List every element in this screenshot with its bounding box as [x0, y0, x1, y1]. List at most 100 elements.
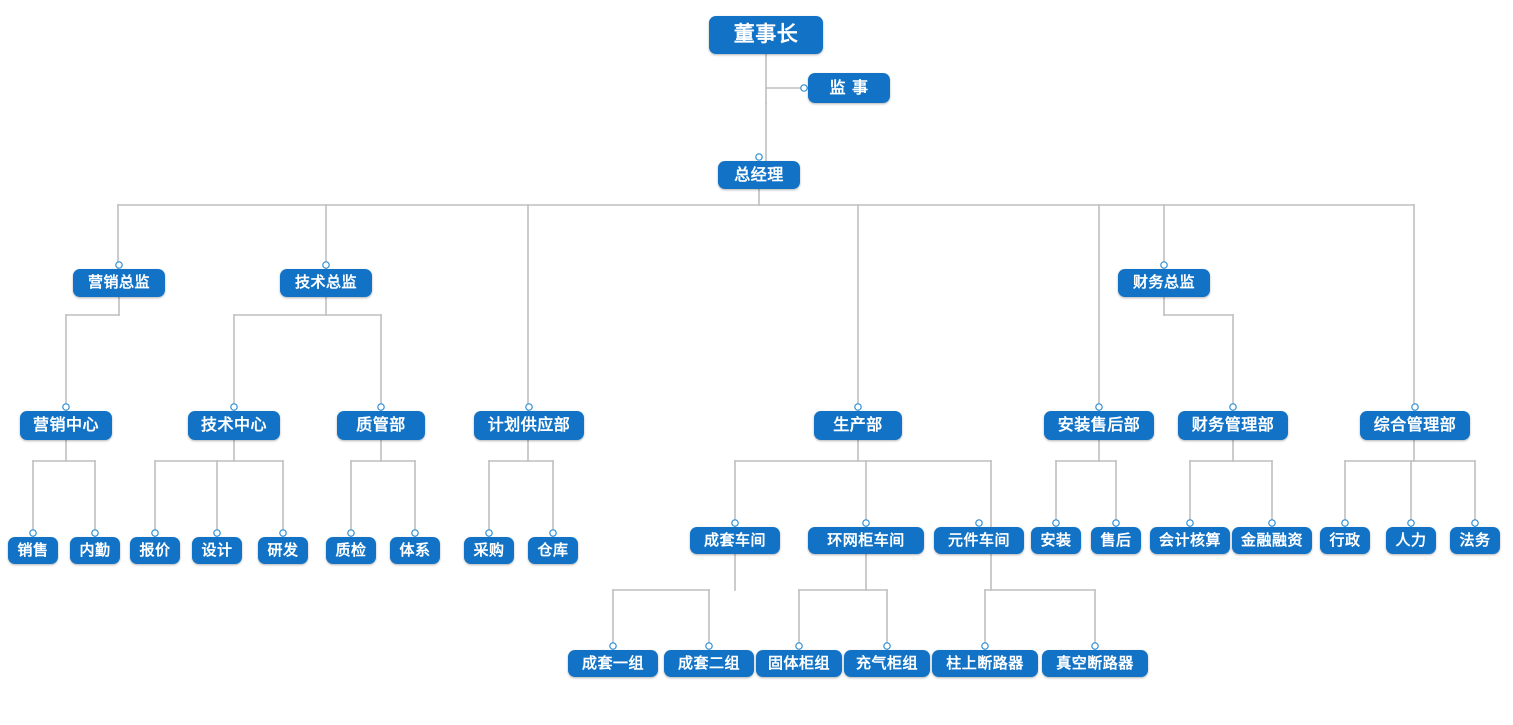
- org-node-label: 总经理: [734, 164, 784, 184]
- node-connection-port: [1229, 403, 1237, 411]
- org-node-label: 营销中心: [32, 415, 99, 434]
- org-node-tech-director[interactable]: 技术总监: [280, 269, 372, 297]
- node-connection-port: [230, 403, 238, 411]
- org-node-label: 柱上断路器: [946, 653, 1024, 672]
- node-connection-port: [411, 529, 419, 537]
- org-node-general-mgmt[interactable]: 综合管理部: [1360, 411, 1470, 440]
- node-connection-port: [1095, 403, 1103, 411]
- node-connection-port: [883, 642, 891, 650]
- org-node-ring-ws[interactable]: 环网柜车间: [808, 527, 924, 554]
- org-node-hr[interactable]: 人力: [1386, 527, 1436, 554]
- org-node-financing[interactable]: 金融融资: [1232, 527, 1312, 554]
- node-connection-port: [549, 529, 557, 537]
- org-node-inner-sales[interactable]: 内勤: [70, 537, 120, 564]
- org-node-label: 人力: [1395, 530, 1427, 549]
- node-connection-port: [755, 153, 763, 161]
- node-connection-port: [279, 529, 287, 537]
- org-node-pole-breaker[interactable]: 柱上断路器: [932, 650, 1038, 677]
- node-connection-port: [1160, 261, 1168, 269]
- org-node-label: 售后: [1100, 530, 1132, 549]
- org-node-purchase[interactable]: 采购: [464, 537, 514, 564]
- node-connection-port: [975, 519, 983, 527]
- org-node-label: 技术中心: [200, 415, 267, 434]
- org-node-gas-cab[interactable]: 充气柜组: [844, 650, 930, 677]
- org-node-label: 质管部: [356, 415, 406, 434]
- org-node-label: 财务管理部: [1191, 415, 1275, 434]
- org-node-rnd[interactable]: 研发: [258, 537, 308, 564]
- org-node-label: 研发: [267, 540, 299, 559]
- org-node-label: 销售: [17, 540, 49, 559]
- org-node-label: 仓库: [537, 540, 569, 559]
- node-connection-port: [731, 519, 739, 527]
- org-node-label: 计划供应部: [487, 415, 571, 434]
- org-node-label: 安装: [1040, 530, 1072, 549]
- node-connection-port: [213, 529, 221, 537]
- org-node-label: 综合管理部: [1373, 415, 1457, 434]
- org-node-label: 设计: [201, 540, 233, 559]
- node-connection-port: [1268, 519, 1276, 527]
- org-node-assembly-g2[interactable]: 成套二组: [664, 650, 754, 677]
- org-node-fin-mgmt[interactable]: 财务管理部: [1178, 411, 1288, 440]
- org-node-vacuum-breaker[interactable]: 真空断路器: [1042, 650, 1148, 677]
- org-node-assembly-g1[interactable]: 成套一组: [568, 650, 658, 677]
- org-node-label: 固体柜组: [767, 653, 830, 672]
- org-node-label: 环网柜车间: [827, 530, 905, 549]
- org-node-install[interactable]: 安装: [1031, 527, 1081, 554]
- org-node-assembly-ws[interactable]: 成套车间: [690, 527, 780, 554]
- org-node-mkt-center[interactable]: 营销中心: [20, 411, 112, 440]
- node-connection-port: [1186, 519, 1194, 527]
- org-node-label: 质检: [335, 540, 367, 559]
- org-node-gm[interactable]: 总经理: [718, 161, 800, 189]
- org-node-design[interactable]: 设计: [192, 537, 242, 564]
- org-node-label: 体系: [399, 540, 431, 559]
- org-node-label: 成套车间: [703, 530, 766, 549]
- node-connection-port: [1411, 403, 1419, 411]
- org-node-component-ws[interactable]: 元件车间: [934, 527, 1024, 554]
- node-connection-port: [29, 529, 37, 537]
- org-node-label: 行政: [1329, 530, 1361, 549]
- node-connection-port: [151, 529, 159, 537]
- org-node-label: 营销总监: [87, 273, 150, 291]
- org-node-label: 成套二组: [677, 653, 740, 672]
- org-node-install-after[interactable]: 安装售后部: [1044, 411, 1154, 440]
- node-connection-port: [377, 403, 385, 411]
- org-node-label: 董事长: [733, 22, 799, 46]
- org-node-supervisor[interactable]: 监 事: [808, 73, 890, 103]
- org-node-label: 生产部: [833, 415, 883, 434]
- node-connection-port: [1341, 519, 1349, 527]
- node-connection-port: [91, 529, 99, 537]
- org-node-label: 会计核算: [1158, 530, 1221, 549]
- org-node-fin-director[interactable]: 财务总监: [1118, 269, 1210, 297]
- org-node-legal[interactable]: 法务: [1450, 527, 1500, 554]
- org-node-system[interactable]: 体系: [390, 537, 440, 564]
- org-node-label: 采购: [473, 540, 505, 559]
- org-node-admin[interactable]: 行政: [1320, 527, 1370, 554]
- org-node-inspection[interactable]: 质检: [326, 537, 376, 564]
- node-connection-port: [862, 519, 870, 527]
- org-node-plan-supply[interactable]: 计划供应部: [474, 411, 584, 440]
- org-node-solid-cab[interactable]: 固体柜组: [756, 650, 842, 677]
- org-node-label: 法务: [1459, 530, 1491, 549]
- node-connection-port: [62, 403, 70, 411]
- org-node-qa-dept[interactable]: 质管部: [337, 411, 425, 440]
- org-node-aftersales[interactable]: 售后: [1091, 527, 1141, 554]
- org-node-production[interactable]: 生产部: [814, 411, 902, 440]
- org-node-label: 报价: [139, 540, 171, 559]
- org-node-label: 财务总监: [1132, 273, 1195, 291]
- node-connection-port: [525, 403, 533, 411]
- node-connection-port: [795, 642, 803, 650]
- org-node-sales[interactable]: 销售: [8, 537, 58, 564]
- node-connection-port: [981, 642, 989, 650]
- org-node-quotation[interactable]: 报价: [130, 537, 180, 564]
- org-node-accounting[interactable]: 会计核算: [1150, 527, 1230, 554]
- org-node-warehouse[interactable]: 仓库: [528, 537, 578, 564]
- node-connection-port: [1471, 519, 1479, 527]
- node-connection-port: [1112, 519, 1120, 527]
- org-node-label: 金融融资: [1240, 530, 1303, 549]
- org-node-mkt-director[interactable]: 营销总监: [73, 269, 165, 297]
- org-node-chairman[interactable]: 董事长: [709, 16, 823, 54]
- org-node-label: 内勤: [79, 540, 111, 559]
- node-connection-port: [800, 84, 808, 92]
- org-node-tech-center[interactable]: 技术中心: [188, 411, 280, 440]
